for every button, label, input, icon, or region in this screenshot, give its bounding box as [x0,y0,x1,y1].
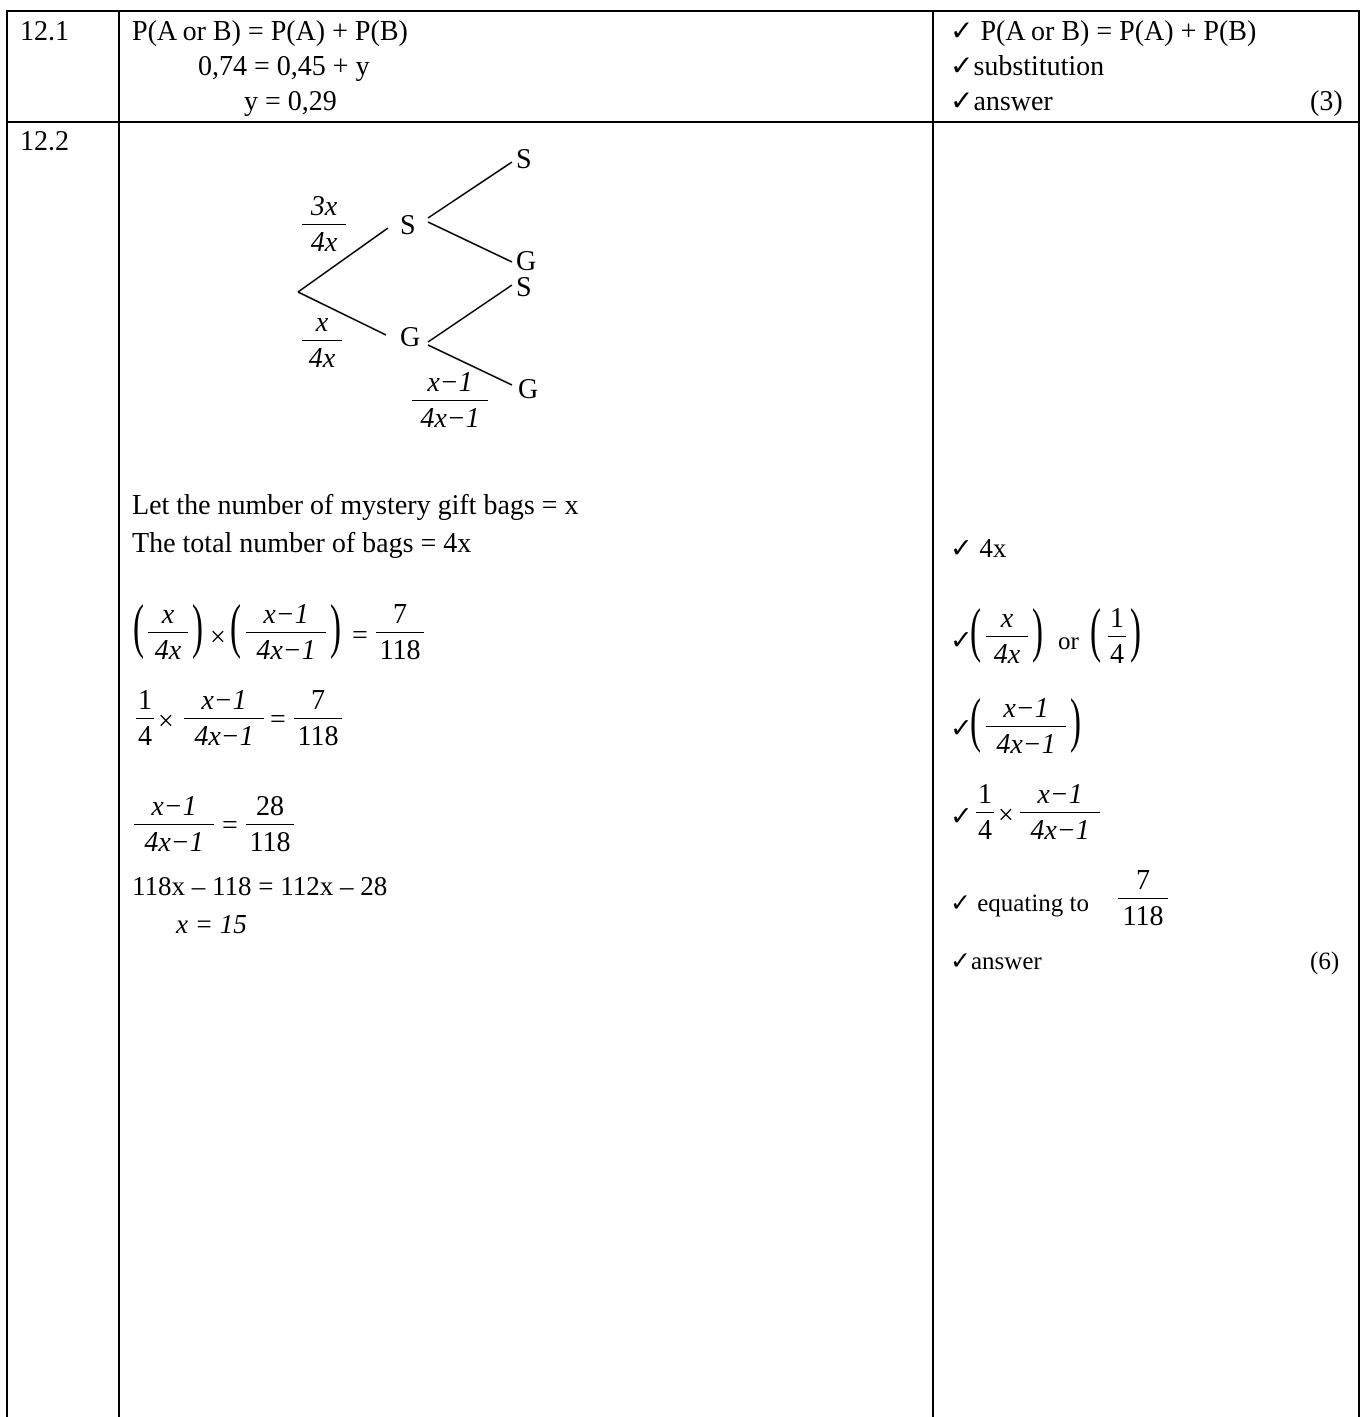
q1-mark-1: ✓ P(A or B) = P(A) + P(B) [950,16,1257,47]
mark-4x: ✓ 4x [950,533,1007,563]
mark-5-text: ✓ equating to [950,890,1089,917]
eq4-line: 118x – 118 = 112x – 28 [132,871,388,901]
table-divider-2 [932,10,934,1417]
q1-mark-2: ✓substitution [950,51,1105,82]
paren-right: ) [192,593,203,659]
table-row-separator [6,121,1360,123]
tree-node-s: S [400,210,416,241]
q1-line-2: 0,74 = 0,45 + y [198,51,370,82]
paren-right: ) [330,593,341,659]
text-total-bags: The total number of bags = 4x [132,528,472,559]
tree-leaf-gg: G [518,374,539,405]
tree-leaf-gs: S [516,272,532,303]
paren-right: ) [1130,597,1141,663]
tree-leaf-ss: S [516,144,532,175]
mark-4-times: × [998,800,1014,831]
table-border-left [6,10,8,1417]
eq2-times: × [158,706,174,737]
table-border-right [1358,10,1360,1417]
paren-left: ( [1090,597,1101,663]
mark-6: ✓answer [950,948,1042,975]
eq5-line: x = 15 [176,909,247,939]
question-number-12-1: 12.1 [20,16,69,47]
paren-right: ) [1032,597,1043,663]
mark-4-check: ✓ [950,801,973,831]
eq1-times: × [210,622,226,653]
paren-right: ) [1070,687,1081,753]
mark-2-check: ✓ [950,625,973,655]
eq1-equals: = [352,620,368,651]
table-border-top [6,10,1359,12]
q1-total-marks: (3) [1310,86,1343,117]
paren-left: ( [133,593,144,659]
paren-left: ( [970,687,981,753]
eq3-equals: = [222,810,238,841]
q1-line-1: P(A or B) = P(A) + P(B) [132,16,408,47]
mark-2-or: or [1058,628,1079,655]
text-let-number: Let the number of mystery gift bags = x [132,490,579,521]
paren-left: ( [970,597,981,663]
paren-left: ( [230,593,241,659]
eq2-equals: = [270,704,286,735]
tree-leaf-sg: G [516,246,537,277]
q1-line-3: y = 0,29 [244,86,337,117]
question-number-12-2: 12.2 [20,126,69,157]
tree-node-g: G [400,322,421,353]
q2-total-marks: (6) [1310,948,1340,975]
mark-3-check: ✓ [950,713,973,743]
table-divider-1 [118,10,120,1417]
q1-mark-3: ✓answer [950,86,1053,117]
